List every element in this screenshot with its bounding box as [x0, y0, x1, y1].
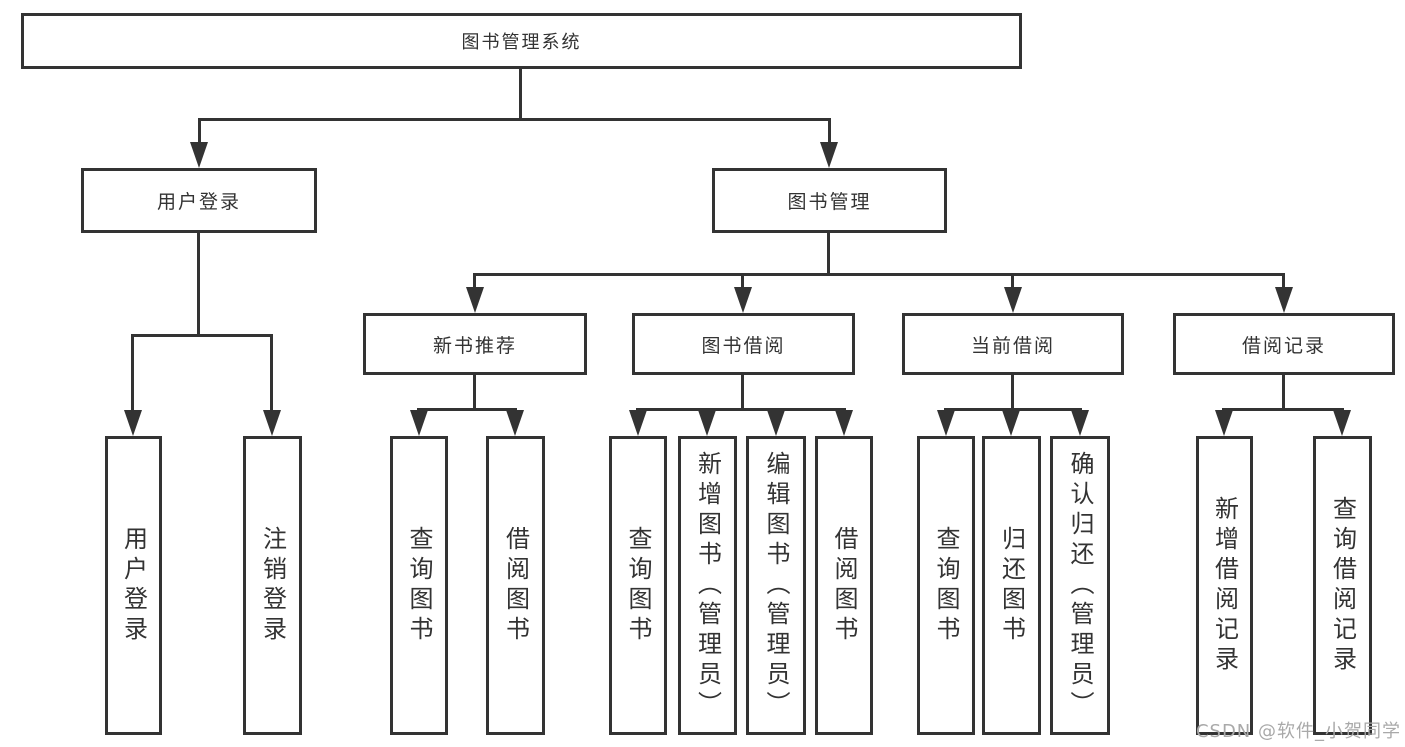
connector-line	[1282, 276, 1285, 287]
node-label: 图书管理	[787, 191, 872, 213]
node-label: 查询图书	[932, 525, 960, 646]
arrow-down-icon	[263, 410, 281, 436]
connector-line	[1282, 375, 1285, 408]
arrow-down-icon	[1071, 410, 1089, 436]
node-book-borrow: 图书借阅	[632, 313, 855, 375]
connector-line	[944, 408, 1082, 411]
node-leaf-query-books-borrow: 查询图书	[609, 436, 667, 735]
arrow-down-icon	[734, 287, 752, 313]
connector-line	[131, 334, 273, 337]
arrow-down-icon	[1004, 287, 1022, 313]
node-leaf-edit-books-admin: 编辑图书（管理员）	[746, 436, 806, 735]
node-user-login: 用户登录	[81, 168, 317, 233]
node-leaf-confirm-return-admin: 确认归还（管理员）	[1050, 436, 1110, 735]
connector-line	[636, 408, 846, 411]
node-label: 新书推荐	[432, 334, 517, 357]
connector-line	[473, 375, 476, 408]
node-label: 用户登录	[119, 525, 148, 646]
node-current-borrow: 当前借阅	[902, 313, 1124, 375]
node-leaf-add-borrow-record: 新增借阅记录	[1196, 436, 1253, 735]
connector-line	[197, 233, 200, 334]
node-leaf-query-borrow-record: 查询借阅记录	[1313, 436, 1372, 735]
node-leaf-borrow-books: 借阅图书	[815, 436, 873, 735]
connector-line	[827, 233, 830, 273]
arrow-down-icon	[410, 410, 428, 436]
node-library-management-system: 图书管理系统	[21, 13, 1022, 69]
arrow-down-icon	[767, 410, 785, 436]
node-borrow-records: 借阅记录	[1173, 313, 1395, 375]
connector-line	[741, 276, 744, 287]
connector-line	[417, 408, 517, 411]
node-leaf-borrow-books-recommend: 借阅图书	[486, 436, 545, 735]
node-label: 编辑图书（管理员）	[762, 450, 790, 721]
node-new-book-recommend: 新书推荐	[363, 313, 587, 375]
connector-line	[270, 337, 273, 410]
node-label: 查询借阅记录	[1328, 495, 1357, 676]
arrow-down-icon	[1275, 287, 1293, 313]
connector-line	[473, 276, 476, 287]
node-label: 查询图书	[405, 525, 433, 646]
arrow-down-icon	[190, 142, 208, 168]
node-label: 借阅记录	[1241, 334, 1326, 357]
node-label: 新增借阅记录	[1210, 495, 1239, 676]
arrow-down-icon	[1002, 410, 1020, 436]
connector-line	[519, 69, 522, 118]
node-leaf-return-books: 归还图书	[982, 436, 1041, 735]
node-label: 当前借阅	[970, 334, 1055, 357]
node-label: 图书借阅	[701, 334, 786, 357]
arrow-down-icon	[629, 410, 647, 436]
node-label: 用户登录	[156, 191, 241, 213]
connector-line	[1222, 408, 1344, 411]
node-leaf-query-books-current: 查询图书	[917, 436, 975, 735]
connector-line	[198, 118, 831, 121]
arrow-down-icon	[835, 410, 853, 436]
connector-line	[1011, 276, 1014, 287]
node-label: 借阅图书	[501, 525, 530, 646]
connector-line	[131, 337, 134, 410]
connector-line	[198, 121, 201, 142]
arrow-down-icon	[698, 410, 716, 436]
node-label: 注销登录	[258, 525, 287, 646]
node-leaf-user-login: 用户登录	[105, 436, 162, 735]
csdn-watermark: CSDN @软件_小贺同学	[1195, 721, 1401, 742]
node-label: 图书管理系统	[461, 32, 582, 53]
connector-line	[473, 273, 1285, 276]
node-label: 确认归还（管理员）	[1066, 450, 1094, 721]
node-leaf-query-books-recommend: 查询图书	[390, 436, 448, 735]
connector-line	[741, 375, 744, 408]
node-label: 查询图书	[624, 525, 652, 646]
arrow-down-icon	[466, 287, 484, 313]
connector-line	[1011, 375, 1014, 408]
arrow-down-icon	[1333, 410, 1351, 436]
node-label: 归还图书	[997, 525, 1026, 646]
node-label: 新增图书（管理员）	[693, 450, 722, 721]
node-book-management: 图书管理	[712, 168, 947, 233]
connector-line	[828, 121, 831, 142]
node-label: 借阅图书	[830, 525, 858, 646]
node-leaf-logout: 注销登录	[243, 436, 302, 735]
node-leaf-add-books-admin: 新增图书（管理员）	[678, 436, 737, 735]
arrow-down-icon	[124, 410, 142, 436]
arrow-down-icon	[506, 410, 524, 436]
arrow-down-icon	[1215, 410, 1233, 436]
arrow-down-icon	[820, 142, 838, 168]
arrow-down-icon	[937, 410, 955, 436]
